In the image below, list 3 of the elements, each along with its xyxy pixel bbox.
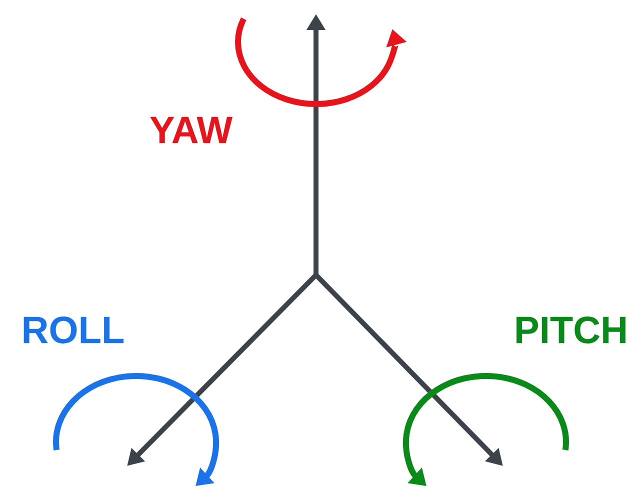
- axis-label: YAW: [150, 116, 233, 144]
- axis-label: ROLL: [24, 316, 124, 344]
- axis-label: PITCH: [516, 316, 626, 344]
